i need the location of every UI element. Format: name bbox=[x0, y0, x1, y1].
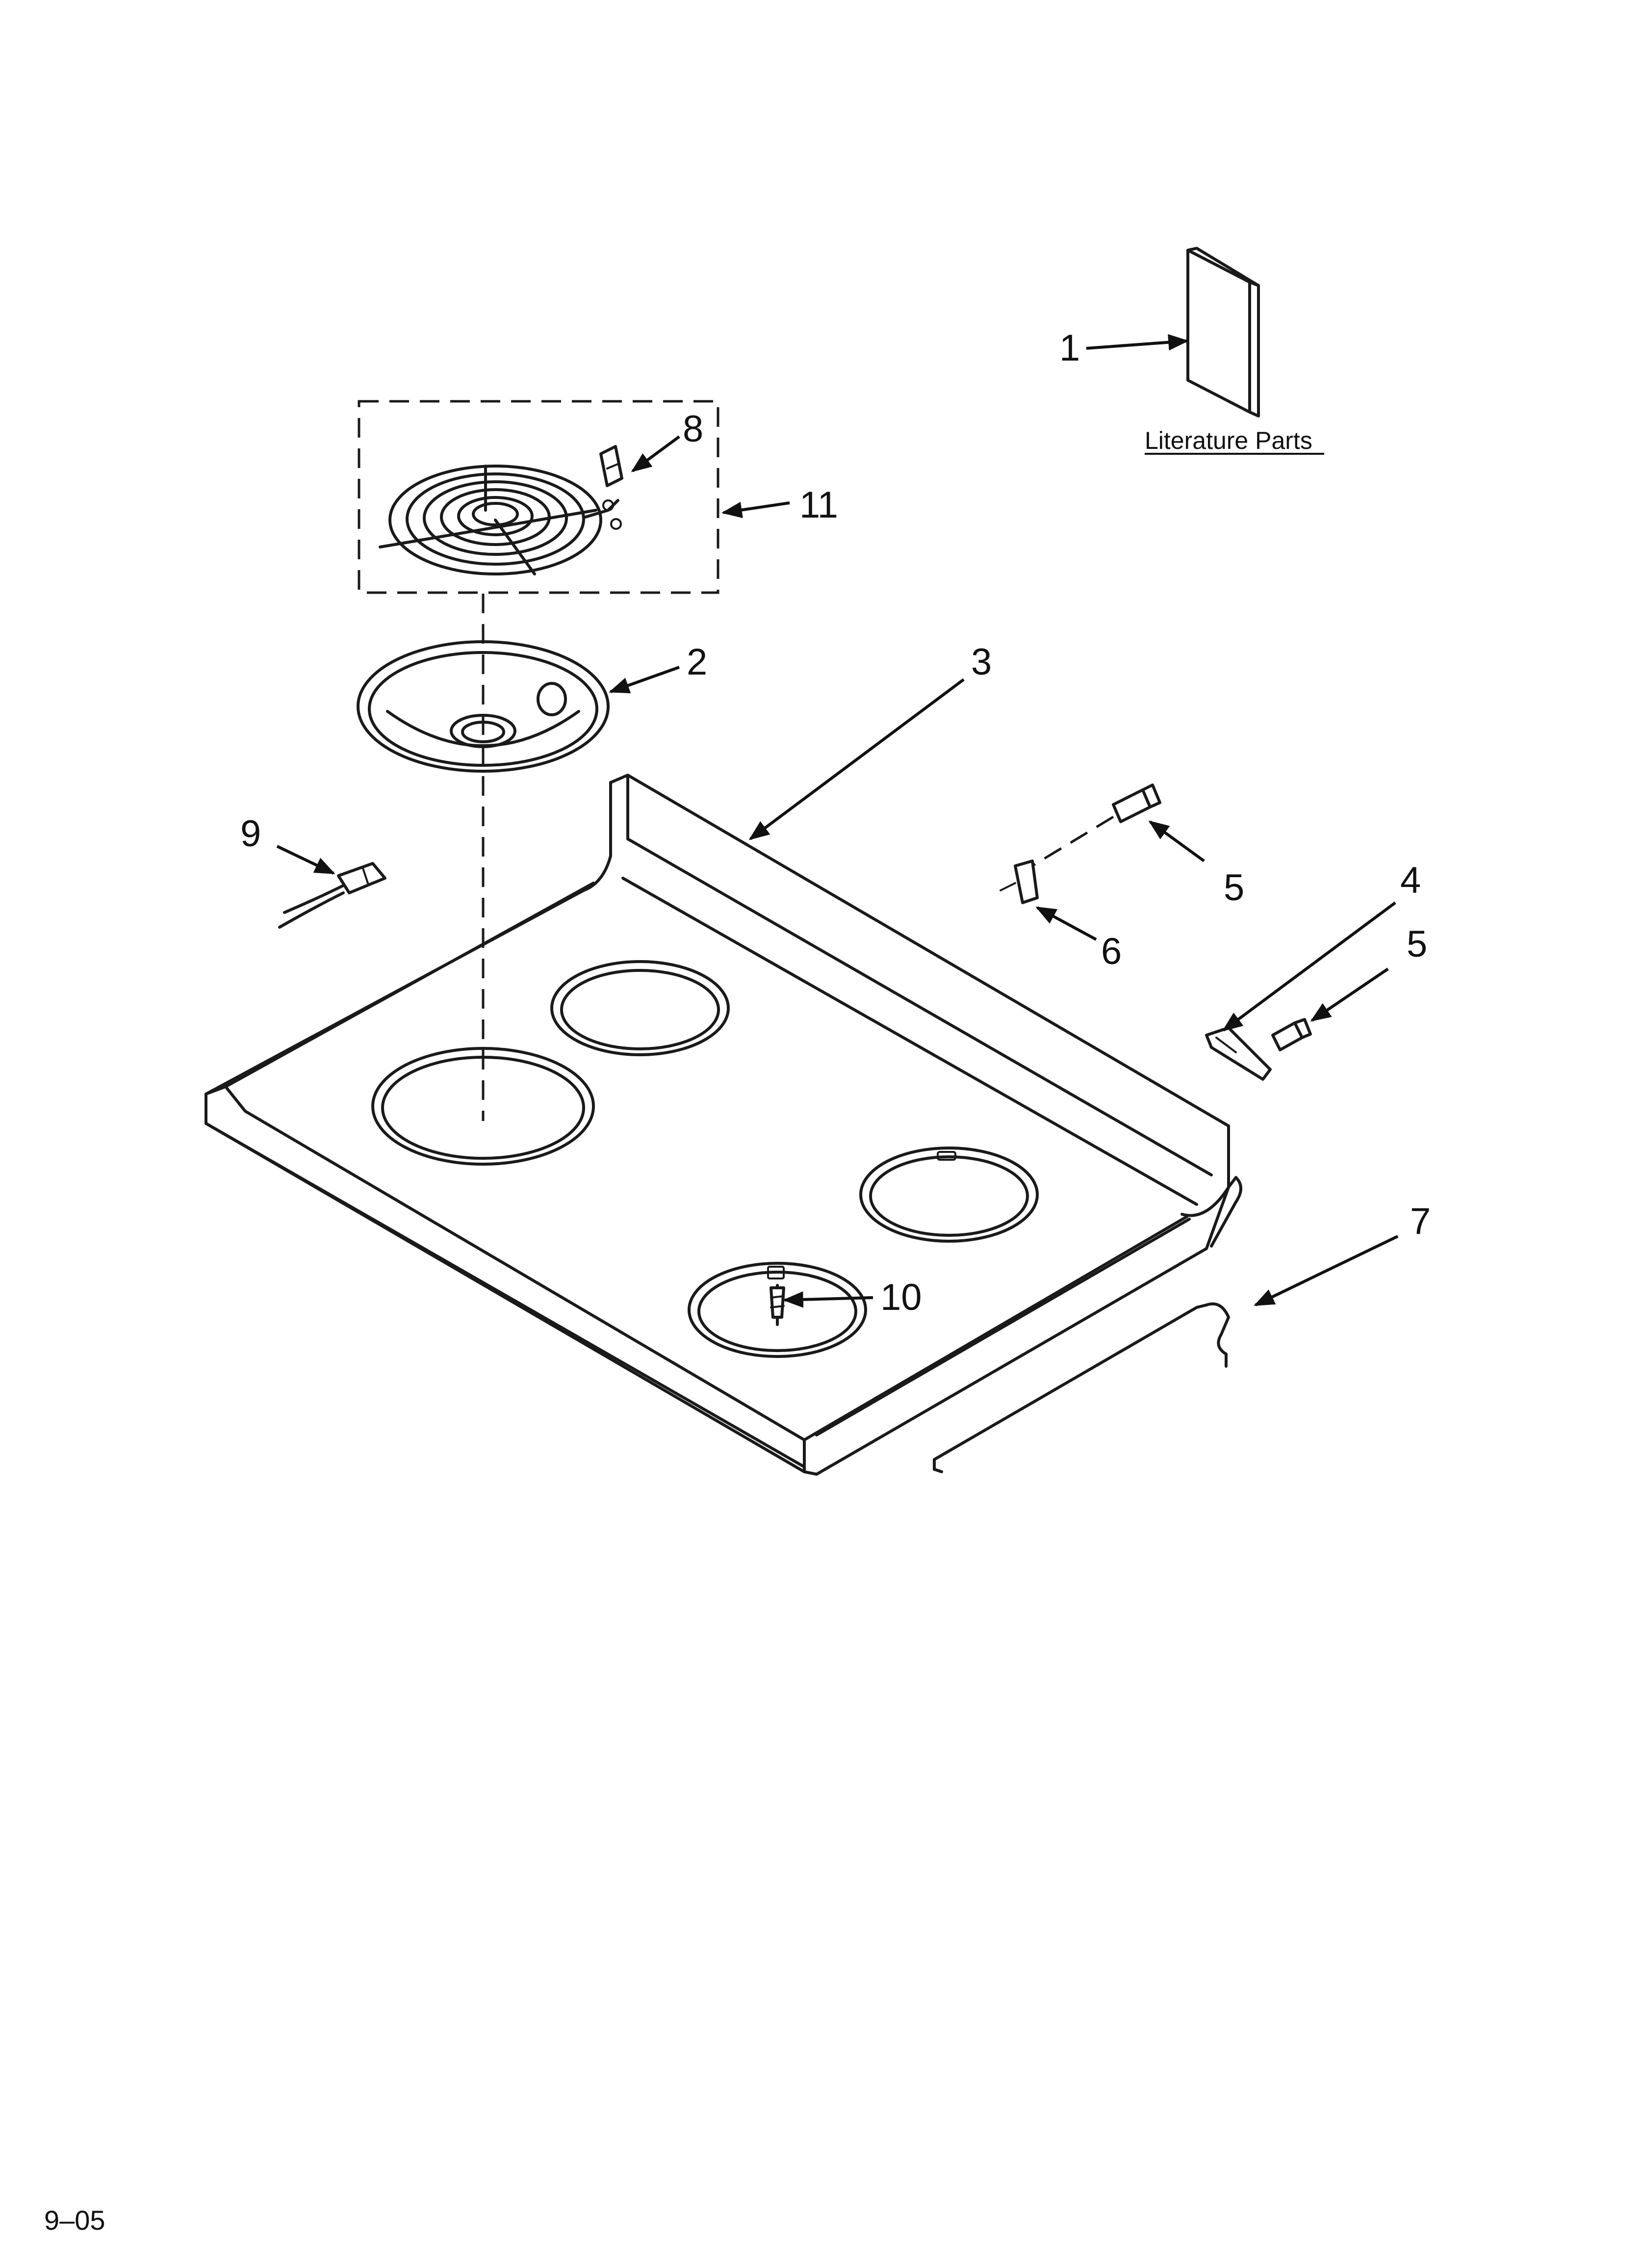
burner-opening-front-right bbox=[688, 1262, 867, 1358]
screw-part-5-upper bbox=[1019, 783, 1161, 875]
callout-5a: 5 bbox=[1224, 867, 1244, 909]
support-rod-part-7 bbox=[933, 1302, 1230, 1473]
literature-parts-label: Literature Parts bbox=[1145, 427, 1312, 454]
terminal-wire bbox=[278, 862, 386, 929]
clip-part-6 bbox=[1000, 860, 1039, 904]
leader-1 bbox=[1086, 334, 1189, 351]
surface-element-coil bbox=[379, 465, 622, 575]
screw-part-5-lower bbox=[1271, 1018, 1312, 1051]
callout-2: 2 bbox=[687, 641, 707, 683]
burner-opening-front-left bbox=[371, 1047, 595, 1166]
leader-2 bbox=[609, 666, 680, 694]
leader-5b bbox=[1310, 967, 1389, 1022]
leader-8 bbox=[631, 435, 680, 472]
receptacle-clip bbox=[599, 445, 623, 487]
leader-5a bbox=[1148, 820, 1205, 862]
screw-part-10 bbox=[770, 1284, 785, 1326]
page-code: 9–05 bbox=[44, 2205, 105, 2236]
leader-3 bbox=[748, 678, 965, 840]
burner-opening-rear-right bbox=[859, 1147, 1039, 1243]
bracket-part-4 bbox=[1205, 1026, 1272, 1081]
callout-3: 3 bbox=[971, 641, 992, 683]
burner-opening-rear-left bbox=[550, 960, 730, 1056]
leader-9 bbox=[276, 845, 335, 875]
callout-4: 4 bbox=[1400, 860, 1421, 901]
callout-10: 10 bbox=[880, 1277, 922, 1318]
leader-4 bbox=[1222, 901, 1396, 1032]
callout-8: 8 bbox=[683, 408, 703, 450]
element-kit-dashed-box bbox=[358, 400, 719, 594]
literature-booklet bbox=[1186, 247, 1260, 417]
leader-10 bbox=[782, 1291, 873, 1308]
callout-9: 9 bbox=[240, 813, 261, 855]
leader-6 bbox=[1035, 906, 1097, 941]
callout-5b: 5 bbox=[1407, 923, 1427, 965]
leader-11 bbox=[721, 501, 790, 519]
callout-7: 7 bbox=[1410, 1200, 1431, 1242]
leader-7 bbox=[1254, 1235, 1399, 1306]
callout-1: 1 bbox=[1059, 327, 1080, 369]
callout-11: 11 bbox=[799, 484, 838, 526]
callout-6: 6 bbox=[1101, 931, 1122, 972]
cooktop-body bbox=[205, 774, 1242, 1476]
